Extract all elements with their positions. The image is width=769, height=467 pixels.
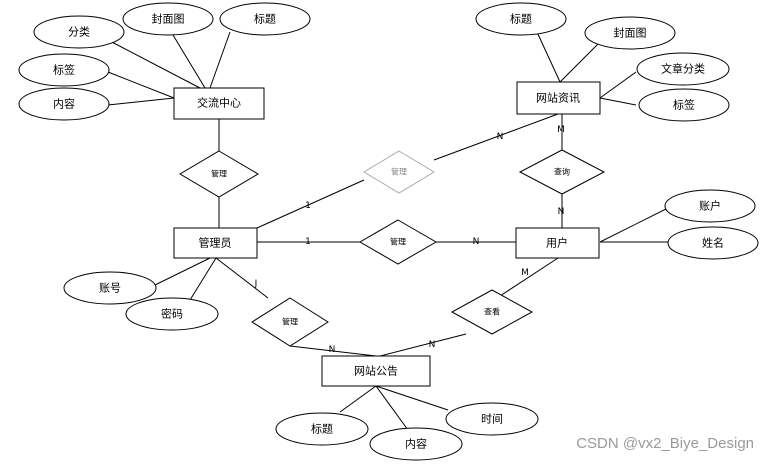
attr-jiaoliu-title [219,2,311,36]
attr-admin-password-label: 密码 [161,307,183,321]
entity-user-label: 用户 [546,236,568,250]
card-admin-user-user: N [473,237,480,247]
attr-admin-account-label: 账号 [99,282,121,295]
attr-user-account [664,189,756,223]
rel-admin-notice-label: 管理 [282,317,298,327]
attr-admin-account [63,271,157,305]
connector [256,179,365,229]
entity-admin [173,227,258,259]
connector [107,97,175,106]
connector [154,257,211,286]
attr-notice-title [275,412,369,446]
attr-jiaoliu-cover [122,2,214,36]
connector [375,385,449,411]
connector [375,385,409,431]
attr-user-name [667,226,759,260]
entity-jiaoliu [173,87,265,120]
attr-zixun-cover [584,16,676,50]
attr-notice-time-label: 时间 [481,413,503,426]
attr-admin-password [125,297,219,331]
attr-jiaoliu-category-label: 分类 [68,25,90,39]
connector [599,207,669,243]
rel-admin-zixun-label: 管理 [391,167,407,177]
connector [169,29,206,89]
connector [599,97,637,106]
entity-notice-label: 网站公告 [354,364,398,378]
connector [209,31,231,89]
rel-admin-user-label: 管理 [390,237,406,247]
entity-jiaoliu-label: 交流中心 [197,96,241,110]
connector [339,385,377,413]
entity-zixun [516,81,601,115]
attr-zixun-title-label: 标题 [510,12,532,26]
entity-user [515,227,600,259]
connector [499,257,559,297]
attr-jiaoliu-category [33,15,125,49]
rel-admin-notice [251,297,329,347]
rel-admin-jiaoliu [179,150,259,198]
rel-user-zixun-label: 查询 [554,167,570,177]
card-user-notice-user: M [521,268,529,278]
entity-notice [321,355,431,387]
attr-jiaoliu-tags [18,53,110,87]
connector [559,41,601,83]
watermark: CSDN @vx2_Biye_Design [576,435,754,452]
connectors [107,29,669,431]
attr-jiaoliu-tags-label: 标签 [53,63,75,77]
connector [433,113,559,161]
connector [215,257,269,299]
attr-notice-content [369,427,463,461]
rel-admin-jiaoliu-label: 管理 [211,169,227,179]
card-admin-zixun-admin: 1 [305,201,311,211]
connector [379,333,467,357]
connector [107,71,175,99]
card-user-notice-notice: N [429,340,436,350]
connector [599,71,637,99]
attr-notice-content-label: 内容 [405,437,427,451]
card-admin-notice-admin: J [254,279,258,289]
attr-zixun-tags [638,88,730,122]
card-admin-notice-notice: N [329,345,336,355]
attr-zixun-category-label: 文章分类 [661,62,705,76]
rel-admin-user [359,219,437,265]
attr-jiaoliu-content-label: 内容 [53,97,75,111]
card-user-zixun-zixun: M [557,125,565,135]
entity-admin-label: 管理员 [199,236,232,250]
attr-jiaoliu-title-label: 标题 [254,12,276,26]
rel-admin-zixun [363,150,435,194]
entity-zixun-label: 网站资讯 [536,91,580,105]
attr-zixun-cover-label: 封面图 [614,26,647,40]
connector [189,257,217,301]
card-admin-user-admin: 1 [305,237,311,247]
attr-jiaoliu-cover-label: 封面图 [152,12,185,26]
card-user-zixun-user: N [558,207,565,217]
connector [536,31,561,83]
attr-notice-title-label: 标题 [311,422,333,436]
attr-zixun-category [636,52,730,86]
attr-notice-time [445,402,539,436]
attr-user-account-label: 账户 [699,199,721,213]
attr-zixun-title [475,2,567,36]
attr-user-name-label: 姓名 [702,236,724,250]
connector [289,345,377,357]
rel-user-zixun [518,149,606,195]
rel-user-notice [450,289,534,335]
connector [107,39,201,89]
attr-zixun-tags-label: 标签 [673,98,695,112]
card-admin-zixun-zixun: N [497,132,504,142]
attr-jiaoliu-content [18,87,110,121]
rel-user-notice-label: 查看 [484,307,500,317]
